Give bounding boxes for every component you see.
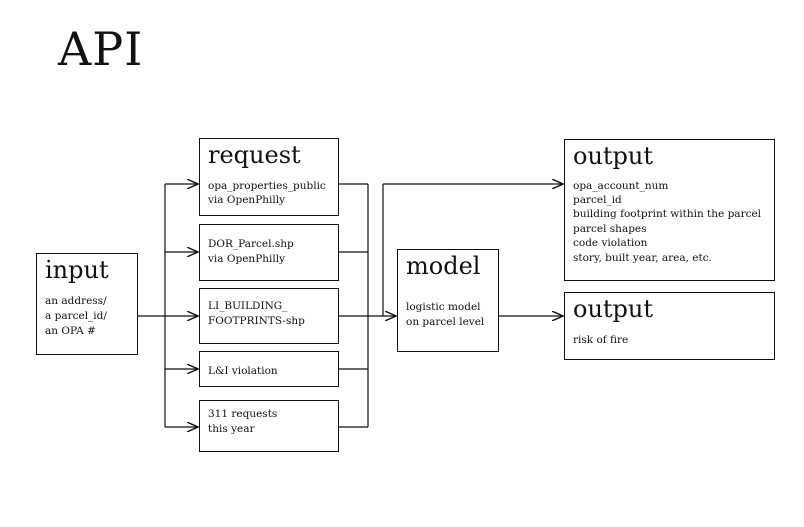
- page-title: API: [58, 22, 144, 76]
- output-box-bottom: output risk of fire: [564, 292, 775, 360]
- request-item-text: DOR_Parcel.shp: [208, 238, 294, 250]
- model-heading: model: [406, 252, 481, 280]
- output-line: parcel shapes: [573, 223, 647, 235]
- output-line: risk of fire: [573, 334, 629, 346]
- request-box-5: 311 requests this year: [199, 400, 339, 452]
- request-item-text: LI_BUILDING_: [208, 300, 288, 312]
- request-box-2: DOR_Parcel.shp via OpenPhilly: [199, 224, 339, 281]
- input-line: a parcel_id/: [45, 310, 107, 322]
- request-item-text: L&I violation: [208, 365, 278, 377]
- input-line: an address/: [45, 295, 107, 307]
- request-box-4: L&I violation: [199, 351, 339, 387]
- output-heading: output: [573, 142, 654, 170]
- request-item-text: opa_properties_public: [208, 180, 326, 192]
- model-line: logistic model: [406, 301, 481, 313]
- request-item-text: this year: [208, 423, 255, 435]
- output-heading: output: [573, 295, 654, 323]
- request-box-1: request opa_properties_public via OpenPh…: [199, 138, 339, 216]
- input-line: an OPA #: [45, 325, 96, 337]
- request-item-text: 311 requests: [208, 408, 278, 420]
- output-line: opa_account_num: [573, 180, 669, 192]
- output-line: parcel_id: [573, 194, 622, 206]
- request-item-text: via OpenPhilly: [208, 253, 286, 265]
- model-box: model logistic model on parcel level: [397, 249, 499, 352]
- output-line: building footprint within the parcel: [573, 208, 762, 220]
- input-heading: input: [45, 256, 109, 284]
- model-line: on parcel level: [406, 316, 485, 328]
- request-box-3: LI_BUILDING_ FOOTPRINTS-shp: [199, 288, 339, 344]
- output-line: code violation: [573, 237, 648, 249]
- request-item-text: via OpenPhilly: [208, 194, 286, 206]
- request-heading: request: [208, 141, 301, 169]
- input-box: input an address/ a parcel_id/ an OPA #: [36, 253, 138, 355]
- request-item-text: FOOTPRINTS-shp: [208, 315, 305, 327]
- output-line: story, built year, area, etc.: [573, 252, 712, 264]
- output-box-top: output opa_account_num parcel_id buildin…: [564, 139, 775, 281]
